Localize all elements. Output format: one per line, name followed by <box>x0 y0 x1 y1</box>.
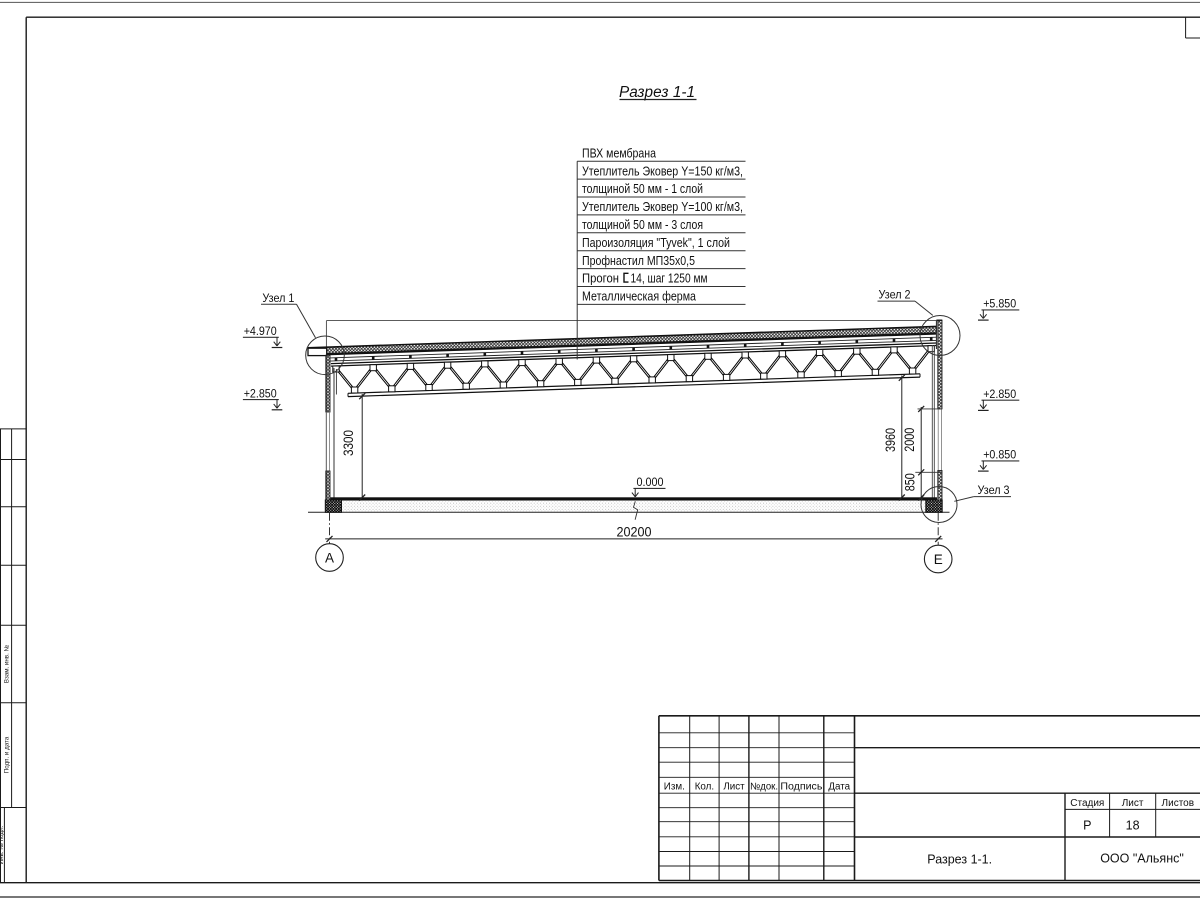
svg-text:Пароизоляция "Tyvek", 1 слой: Пароизоляция "Tyvek", 1 слой <box>582 235 730 250</box>
svg-text:Утеплитель Эковер Y=150 кг/м3,: Утеплитель Эковер Y=150 кг/м3, <box>582 163 743 178</box>
svg-text:+0.850: +0.850 <box>983 450 1016 462</box>
svg-text:+4.970: +4.970 <box>244 326 277 338</box>
svg-text:Р: Р <box>1083 819 1091 833</box>
svg-text:3960: 3960 <box>883 428 898 452</box>
svg-text:Узел 3: Узел 3 <box>978 485 1010 497</box>
svg-text:Изм.: Изм. <box>664 781 685 792</box>
svg-text:+5.850: +5.850 <box>983 299 1016 311</box>
svg-text:Е: Е <box>934 552 943 567</box>
svg-text:Узел 1: Узел 1 <box>262 293 294 305</box>
svg-text:Стадия: Стадия <box>1070 798 1104 809</box>
svg-text:0.000: 0.000 <box>637 477 664 489</box>
svg-text:№док.: №док. <box>750 781 778 792</box>
svg-text:14, шаг 1250 мм: 14, шаг 1250 мм <box>631 271 708 286</box>
svg-text:18: 18 <box>1126 819 1140 833</box>
svg-text:толщиной 50 мм - 1 слой: толщиной 50 мм - 1 слой <box>582 181 703 196</box>
svg-text:2000: 2000 <box>902 428 917 452</box>
svg-text:+2.850: +2.850 <box>244 388 277 400</box>
svg-text:Подпись: Подпись <box>780 781 822 792</box>
svg-text:Подп. и дата: Подп. и дата <box>3 736 10 773</box>
svg-text:Дата: Дата <box>828 781 850 792</box>
svg-text:Кол.: Кол. <box>695 781 714 792</box>
svg-text:ПВХ мембрана: ПВХ мембрана <box>582 145 657 160</box>
svg-text:А: А <box>325 551 334 566</box>
svg-text:Профнастил МП35х0,5: Профнастил МП35х0,5 <box>582 253 695 268</box>
svg-text:850: 850 <box>903 473 918 491</box>
svg-text:толщиной 50 мм - 3 слоя: толщиной 50 мм - 3 слоя <box>582 217 703 232</box>
svg-text:ООО "Альянс": ООО "Альянс" <box>1100 852 1184 866</box>
svg-text:Инв. № подл.: Инв. № подл. <box>0 825 5 864</box>
svg-text:Разрез 1-1: Разрез 1-1 <box>619 84 695 101</box>
svg-text:Металлическая ферма: Металлическая ферма <box>582 289 697 304</box>
svg-text:+2.850: +2.850 <box>983 389 1016 401</box>
svg-text:Лист: Лист <box>1122 798 1144 809</box>
svg-text:Узел 2: Узел 2 <box>879 290 911 302</box>
svg-text:Листов: Листов <box>1162 798 1195 809</box>
svg-text:3300: 3300 <box>341 430 356 456</box>
svg-text:Разрез 1-1.: Разрез 1-1. <box>927 853 992 867</box>
svg-text:20200: 20200 <box>617 525 652 540</box>
svg-text:Прогон: Прогон <box>582 271 619 286</box>
svg-text:Взам. инв. №: Взам. инв. № <box>3 644 10 683</box>
svg-text:Утеплитель Эковер Y=100 кг/м3,: Утеплитель Эковер Y=100 кг/м3, <box>582 199 743 214</box>
svg-text:Лист: Лист <box>723 781 745 792</box>
